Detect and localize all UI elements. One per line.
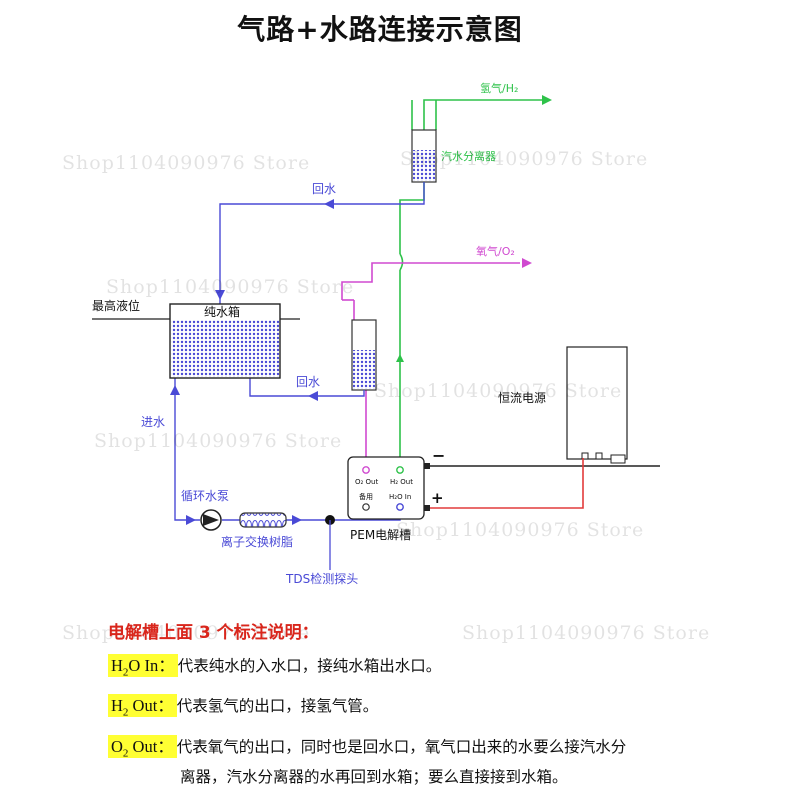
watermark-6: Shop1104090976 Store (396, 519, 645, 541)
power-terminal-c (610, 454, 626, 464)
oxygen-line (341, 262, 520, 458)
note-o2-out: O2 Out：代表氧气的出口，同时也是回水口，氧气口出来的水要么接汽水分 (108, 733, 626, 759)
watermark-4: Shop1104090976 Store (374, 380, 623, 402)
pem-electrolyzer (347, 456, 425, 520)
oxygen-separator-water (353, 350, 375, 389)
power-terminal-b (595, 452, 603, 460)
watermark-2: Shop1104090976 Store (400, 148, 649, 170)
note-text-h2-out: 代表氢气的出口，接氢气管。 (176, 697, 379, 715)
tds-label: TDS检测探头 (285, 571, 358, 586)
watermark-3: Shop1104090976 Store (106, 276, 355, 298)
return-water-line-mid (249, 378, 365, 397)
return-top-label: 回水 (312, 182, 336, 196)
pump-label: 循环水泵 (181, 489, 229, 503)
h2-out-port (396, 466, 404, 474)
electrolyzer-label: PEM电解槽 (350, 528, 411, 542)
hydrogen-separator-water (413, 150, 435, 181)
hydrogen-line (399, 99, 542, 458)
o2-out-port (362, 466, 370, 474)
note-h2o-in: H2O In：代表纯水的入水口，接纯水箱出水口。 (108, 652, 441, 678)
note-text-h2o-in: 代表纯水的入水口，接纯水箱出水口。 (177, 657, 442, 675)
oxygen-arrow (522, 258, 532, 268)
separator-label: 汽水分离器 (441, 149, 496, 163)
oxygen-label: 氧气/O₂ (476, 244, 515, 258)
inlet-label: 进水 (141, 415, 165, 429)
hydrogen-up-arrow (396, 354, 404, 362)
ion-exchange-resin (239, 512, 287, 528)
return-mid-arrow (308, 391, 318, 401)
h2o-in-label: H₂O In (389, 493, 411, 501)
h2-out-label: H₂ Out (390, 478, 413, 486)
max-level-label: 最高液位 (92, 298, 140, 313)
page-title: 气路+水路连接示意图 (237, 13, 523, 46)
negative-terminal (424, 463, 430, 469)
constant-current-power-supply (566, 346, 628, 460)
positive-wire (430, 458, 584, 509)
watermark-8: Shop1104090976 Store (462, 622, 711, 644)
power-terminal-a (581, 452, 589, 460)
hydrogen-arrow (542, 95, 552, 105)
tank-water (171, 320, 279, 377)
return-mid-label: 回水 (296, 375, 320, 389)
note-h2-out: H2 Out：代表氢气的出口，接氢气管。 (108, 692, 378, 718)
hydrogen-label: 氢气/H₂ (480, 81, 518, 95)
return-top-down-arrow (215, 290, 225, 300)
note-o2-out-continuation: 离器，汽水分离器的水再回到水箱；要么直接接到水箱。 (180, 768, 568, 786)
note-key-h2-out: H2 Out： (108, 694, 177, 718)
circulation-pump (200, 509, 222, 531)
power-label: 恒流电源 (498, 391, 546, 405)
spare-port (362, 503, 370, 511)
inlet-arrow (170, 385, 180, 395)
note-key-o2-out: O2 Out： (108, 735, 177, 759)
pump-flow-arrow (186, 515, 196, 525)
h2o-in-port (396, 503, 404, 511)
return-top-arrow (324, 199, 334, 209)
spare-label: 备用 (359, 492, 373, 501)
return-water-line-top (219, 182, 425, 304)
resin-flow-arrow (292, 515, 302, 525)
watermark-5: Shop1104090976 Store (94, 430, 343, 452)
note-text-o2-out: 代表氧气的出口，同时也是回水口，氧气口出来的水要么接汽水分 (176, 738, 627, 756)
positive-terminal (424, 505, 430, 511)
watermark-7: Shop1104090976 Store (62, 622, 311, 644)
notes-heading: 电解槽上面 3 个标注说明： (108, 623, 319, 643)
minus-label: − (432, 446, 445, 465)
o2-out-label: O₂ Out (355, 478, 378, 486)
plus-label: + (431, 489, 444, 507)
note-key-h2o-in: H2O In： (108, 654, 178, 678)
resin-label: 离子交换树脂 (221, 534, 293, 549)
tank-label: 纯水箱 (204, 304, 240, 319)
watermark-1: Shop1104090976 Store (62, 152, 311, 174)
